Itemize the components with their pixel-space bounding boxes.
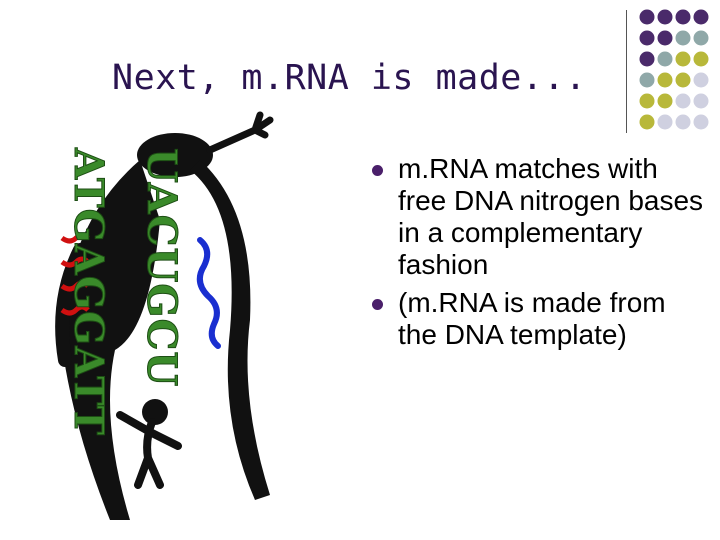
decorative-dot: [639, 93, 655, 109]
decorative-dot: [657, 9, 673, 25]
decorative-dot: [657, 93, 673, 109]
bullet-dot-icon: [372, 299, 383, 310]
decorative-dot: [639, 30, 655, 46]
decorative-dot: [675, 93, 691, 109]
decorative-dot: [675, 30, 691, 46]
blue-squiggle-strand: [196, 237, 221, 349]
bullet-text: m.RNA matches with free DNA nitrogen bas…: [398, 153, 704, 280]
decorative-dot: [693, 72, 709, 88]
bullet-dot-icon: [372, 165, 383, 176]
decorative-dot-grid: [639, 9, 709, 130]
decorative-dot: [693, 93, 709, 109]
slide-title: Next, m.RNA is made...: [112, 58, 587, 98]
bullet-item: (m.RNA is made from the DNA template): [372, 287, 712, 351]
decorative-dot: [693, 9, 709, 25]
decorative-dot: [693, 30, 709, 46]
bullet-text: (m.RNA is made from the DNA template): [398, 287, 666, 350]
mrna-sequence-text: UACUGCU: [138, 148, 185, 387]
decorative-dot: [639, 51, 655, 67]
decorative-dot: [693, 114, 709, 130]
decorative-divider-line: [626, 10, 627, 133]
figure-leg-right: [190, 160, 270, 500]
decorative-dot: [657, 114, 673, 130]
decorative-dot: [675, 9, 691, 25]
bullet-list: m.RNA matches with free DNA nitrogen bas…: [372, 153, 712, 357]
small-figure-head: [142, 399, 168, 425]
bullet-item: m.RNA matches with free DNA nitrogen bas…: [372, 153, 712, 281]
dna-sequence-text: ATGAGGATT: [65, 147, 112, 436]
decorative-dot: [639, 9, 655, 25]
decorative-dot: [657, 30, 673, 46]
red-squiggle-strand: [60, 232, 90, 316]
decorative-dot: [657, 72, 673, 88]
figure-raised-arm: [206, 111, 274, 154]
dna-to-mrna-illustration: ATGAGGATT UACUGCU: [55, 111, 274, 520]
decorative-dot: [675, 114, 691, 130]
decorative-dot: [693, 51, 709, 67]
decorative-dot: [675, 51, 691, 67]
decorative-dot: [639, 72, 655, 88]
decorative-dot: [639, 114, 655, 130]
decorative-dot: [657, 51, 673, 67]
small-figure-body: [116, 411, 182, 489]
decorative-dot: [675, 72, 691, 88]
